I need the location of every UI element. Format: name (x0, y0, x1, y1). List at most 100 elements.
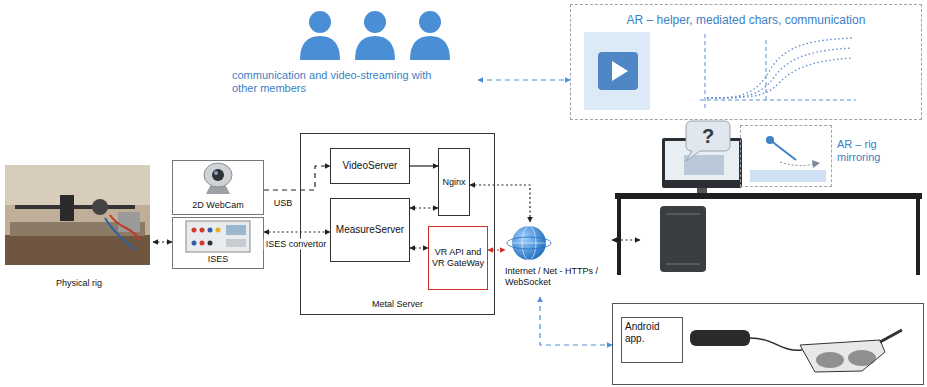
desk-top (615, 193, 922, 199)
person-body (410, 36, 450, 60)
desk-leg (617, 199, 621, 275)
user-group: communication and video-streaming with o… (228, 5, 478, 103)
network-node: Internet / Net - HTTPs / WebSocket (505, 222, 612, 297)
ar-panel: AR – helper, mediated chars, communicati… (570, 4, 922, 120)
photo-table (5, 235, 150, 265)
workstation-figure (615, 121, 922, 275)
ar-panel: AR – rig mirroring (740, 125, 832, 187)
video-ground (584, 32, 650, 110)
connector (410, 165, 438, 166)
workstation: ? (640, 120, 745, 275)
play-symbol (612, 61, 628, 81)
connector-label: USB (272, 198, 295, 209)
connector (478, 79, 570, 80)
globe-equator (512, 243, 546, 244)
connector (540, 297, 612, 345)
device-panel: Android app. (612, 303, 924, 385)
ises-screen (226, 225, 246, 235)
computer-tower (660, 206, 706, 272)
device-box: 2D WebCam (172, 160, 264, 215)
webcam-glint (214, 171, 218, 175)
node-label: Internet / Net - HTTPs / WebSocket (505, 266, 610, 288)
panel-title: AR – rig mirroring (837, 138, 919, 164)
glasses-controller (690, 330, 750, 346)
connector (470, 185, 530, 222)
connector (612, 239, 640, 240)
chart-figure (700, 34, 856, 110)
video-frame (598, 52, 638, 90)
connector (153, 241, 172, 242)
node-label: AR – helper, mediated chars, communicati… (627, 13, 866, 27)
ises-socket (192, 241, 197, 246)
photo-ground (5, 165, 150, 265)
photo-panel: Physical rig (5, 163, 153, 291)
photo-wheel (92, 199, 108, 215)
rig-photo (5, 165, 150, 265)
node-label: 2D WebCam (192, 200, 243, 211)
glasses-temple (880, 330, 902, 342)
speech-bubble (686, 121, 730, 161)
node-label: Physical rig (56, 278, 102, 289)
pendulum-pivot (766, 136, 774, 144)
gateway-box: VR API and VR GateWay (428, 226, 488, 290)
swing-head (812, 160, 820, 168)
device-box: ISES (172, 217, 264, 269)
node-label: communication and video-streaming with o… (232, 69, 437, 95)
webcam-body (204, 163, 232, 187)
chart-curve (707, 48, 852, 98)
webcam-icon (204, 163, 232, 194)
ises-case (186, 221, 250, 252)
chart-axis (705, 34, 706, 110)
rig-base (750, 170, 826, 182)
glasses-lens (816, 352, 844, 368)
node-label: Nginx (442, 177, 465, 188)
node-label: VideoServer (343, 160, 398, 172)
ises-module (226, 239, 246, 247)
pendulum-rod (770, 140, 796, 160)
service-box: MeasureServer (330, 198, 410, 262)
swing-arc (780, 162, 814, 166)
chart-marker (766, 40, 767, 100)
glasses-cable (750, 338, 802, 350)
connector-label: ISES convertor (264, 239, 329, 250)
connector (488, 249, 505, 250)
ises-socket (192, 228, 197, 233)
person-body (355, 36, 395, 60)
tower-grille (666, 264, 700, 265)
glasses-figure (690, 330, 902, 372)
pendulum-figure (750, 136, 826, 182)
desk-leg (916, 199, 920, 275)
chart-curve (707, 58, 852, 98)
person-head (364, 11, 386, 33)
server-box: Metal Server VideoServerMeasureServer Ngin… (300, 133, 495, 315)
photo-rod (15, 205, 135, 209)
ises-socket (200, 241, 205, 246)
globe-icon (507, 226, 551, 260)
connector (410, 247, 428, 248)
glasses-lens (848, 350, 876, 366)
globe-orbit (507, 237, 551, 249)
photo-wall (5, 165, 150, 205)
people-icons (300, 11, 450, 60)
node-label: Metal Server (372, 299, 423, 310)
chart-curve (707, 38, 852, 98)
app-label: Android app. (621, 317, 683, 363)
bubble-symbol: ? (686, 121, 730, 151)
connector (410, 207, 438, 208)
node-label: MeasureServer (336, 224, 404, 236)
connector (264, 166, 330, 190)
webcam-lens (212, 169, 224, 181)
photo-wire (105, 218, 135, 250)
monitor-stand (697, 188, 707, 193)
chart-axis (700, 100, 856, 101)
node-label: VR API and VR GateWay (431, 247, 485, 269)
ises-panel (186, 221, 250, 252)
person-body (300, 36, 340, 60)
tower-grille (666, 214, 700, 215)
photo-mass (60, 195, 74, 221)
photo-wire (110, 215, 140, 240)
globe (512, 226, 546, 260)
